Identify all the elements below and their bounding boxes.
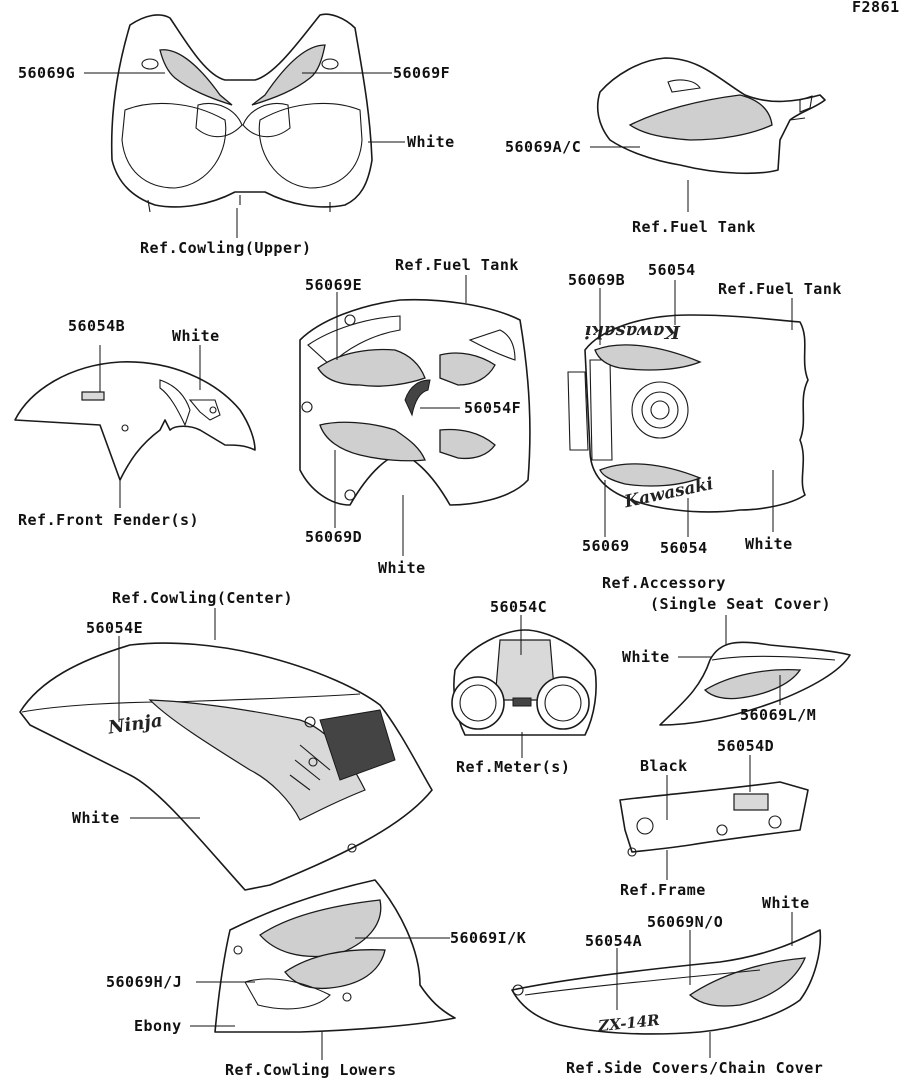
label-ref-cowling-center: Ref.Cowling(Center): [112, 589, 293, 607]
label-56054D: 56054D: [717, 737, 774, 755]
label-56069LM: 56069L/M: [740, 706, 816, 724]
label-56054C: 56054C: [490, 598, 547, 616]
labels: F2861E 56069G 56069F White Ref.Cowling(U…: [18, 0, 900, 1079]
leader-lines: [84, 72, 793, 1060]
label-56069G: 56069G: [18, 64, 75, 82]
label-ref-meter: Ref.Meter(s): [456, 758, 570, 776]
label-56054-top: 56054: [648, 261, 696, 279]
diagram-code: F2861E: [852, 0, 900, 16]
label-white-upper: White: [407, 133, 455, 151]
label-ref-front-fender: Ref.Front Fender(s): [18, 511, 199, 529]
label-56069AC: 56069A/C: [505, 138, 581, 156]
fuel-tank-cover: [299, 298, 531, 506]
front-fender: [14, 361, 256, 481]
label-56069E: 56069E: [305, 276, 362, 294]
label-single-seat-cover: (Single Seat Cover): [650, 595, 831, 613]
fuel-tank-top: Kawasaki Kawasaki: [567, 314, 809, 513]
cowling-lowers: [214, 879, 456, 1033]
label-56069D: 56069D: [305, 528, 362, 546]
label-white-tankcover: White: [378, 559, 426, 577]
label-56069F: 56069F: [393, 64, 450, 82]
label-ref-fuel-tank-2: Ref.Fuel Tank: [395, 256, 519, 274]
label-56054E: 56054E: [86, 619, 143, 637]
label-white-center: White: [72, 809, 120, 827]
label-ref-fuel-tank-3: Ref.Fuel Tank: [718, 280, 842, 298]
label-white-fender: White: [172, 327, 220, 345]
label-56054F: 56054F: [464, 399, 521, 417]
single-seat-cover: [659, 641, 851, 726]
label-ref-side-covers: Ref.Side Covers/Chain Cover: [566, 1059, 823, 1077]
label-ebony: Ebony: [134, 1017, 182, 1035]
side-covers: ZX-14R: [511, 929, 822, 1035]
label-56069: 56069: [582, 537, 630, 555]
label-56069IK: 56069I/K: [450, 929, 526, 947]
label-ref-cowling-lowers: Ref.Cowling Lowers: [225, 1061, 397, 1079]
frame: [619, 781, 809, 857]
label-ref-cowling-upper: Ref.Cowling(Upper): [140, 239, 312, 257]
label-ref-fuel-tank-1: Ref.Fuel Tank: [632, 218, 756, 236]
label-56069HJ: 56069H/J: [106, 973, 182, 991]
label-56069B: 56069B: [568, 271, 625, 289]
label-white-tank: White: [745, 535, 793, 553]
kawasaki-logo-top: Kawasaki: [584, 321, 681, 342]
label-56054B: 56054B: [68, 317, 125, 335]
label-ref-accessory: Ref.Accessory: [602, 574, 726, 592]
label-56069NO: 56069N/O: [647, 913, 723, 931]
label-black: Black: [640, 757, 688, 775]
fuel-tank-side: [596, 57, 826, 175]
label-ref-frame: Ref.Frame: [620, 881, 706, 899]
label-white-seat: White: [622, 648, 670, 666]
label-white-side: White: [762, 894, 810, 912]
cowling-center: Ninja: [19, 642, 433, 891]
meter: [451, 629, 597, 736]
label-56054A: 56054A: [585, 932, 642, 950]
label-56054-bottom: 56054: [660, 539, 708, 557]
cowling-upper: [110, 13, 373, 213]
